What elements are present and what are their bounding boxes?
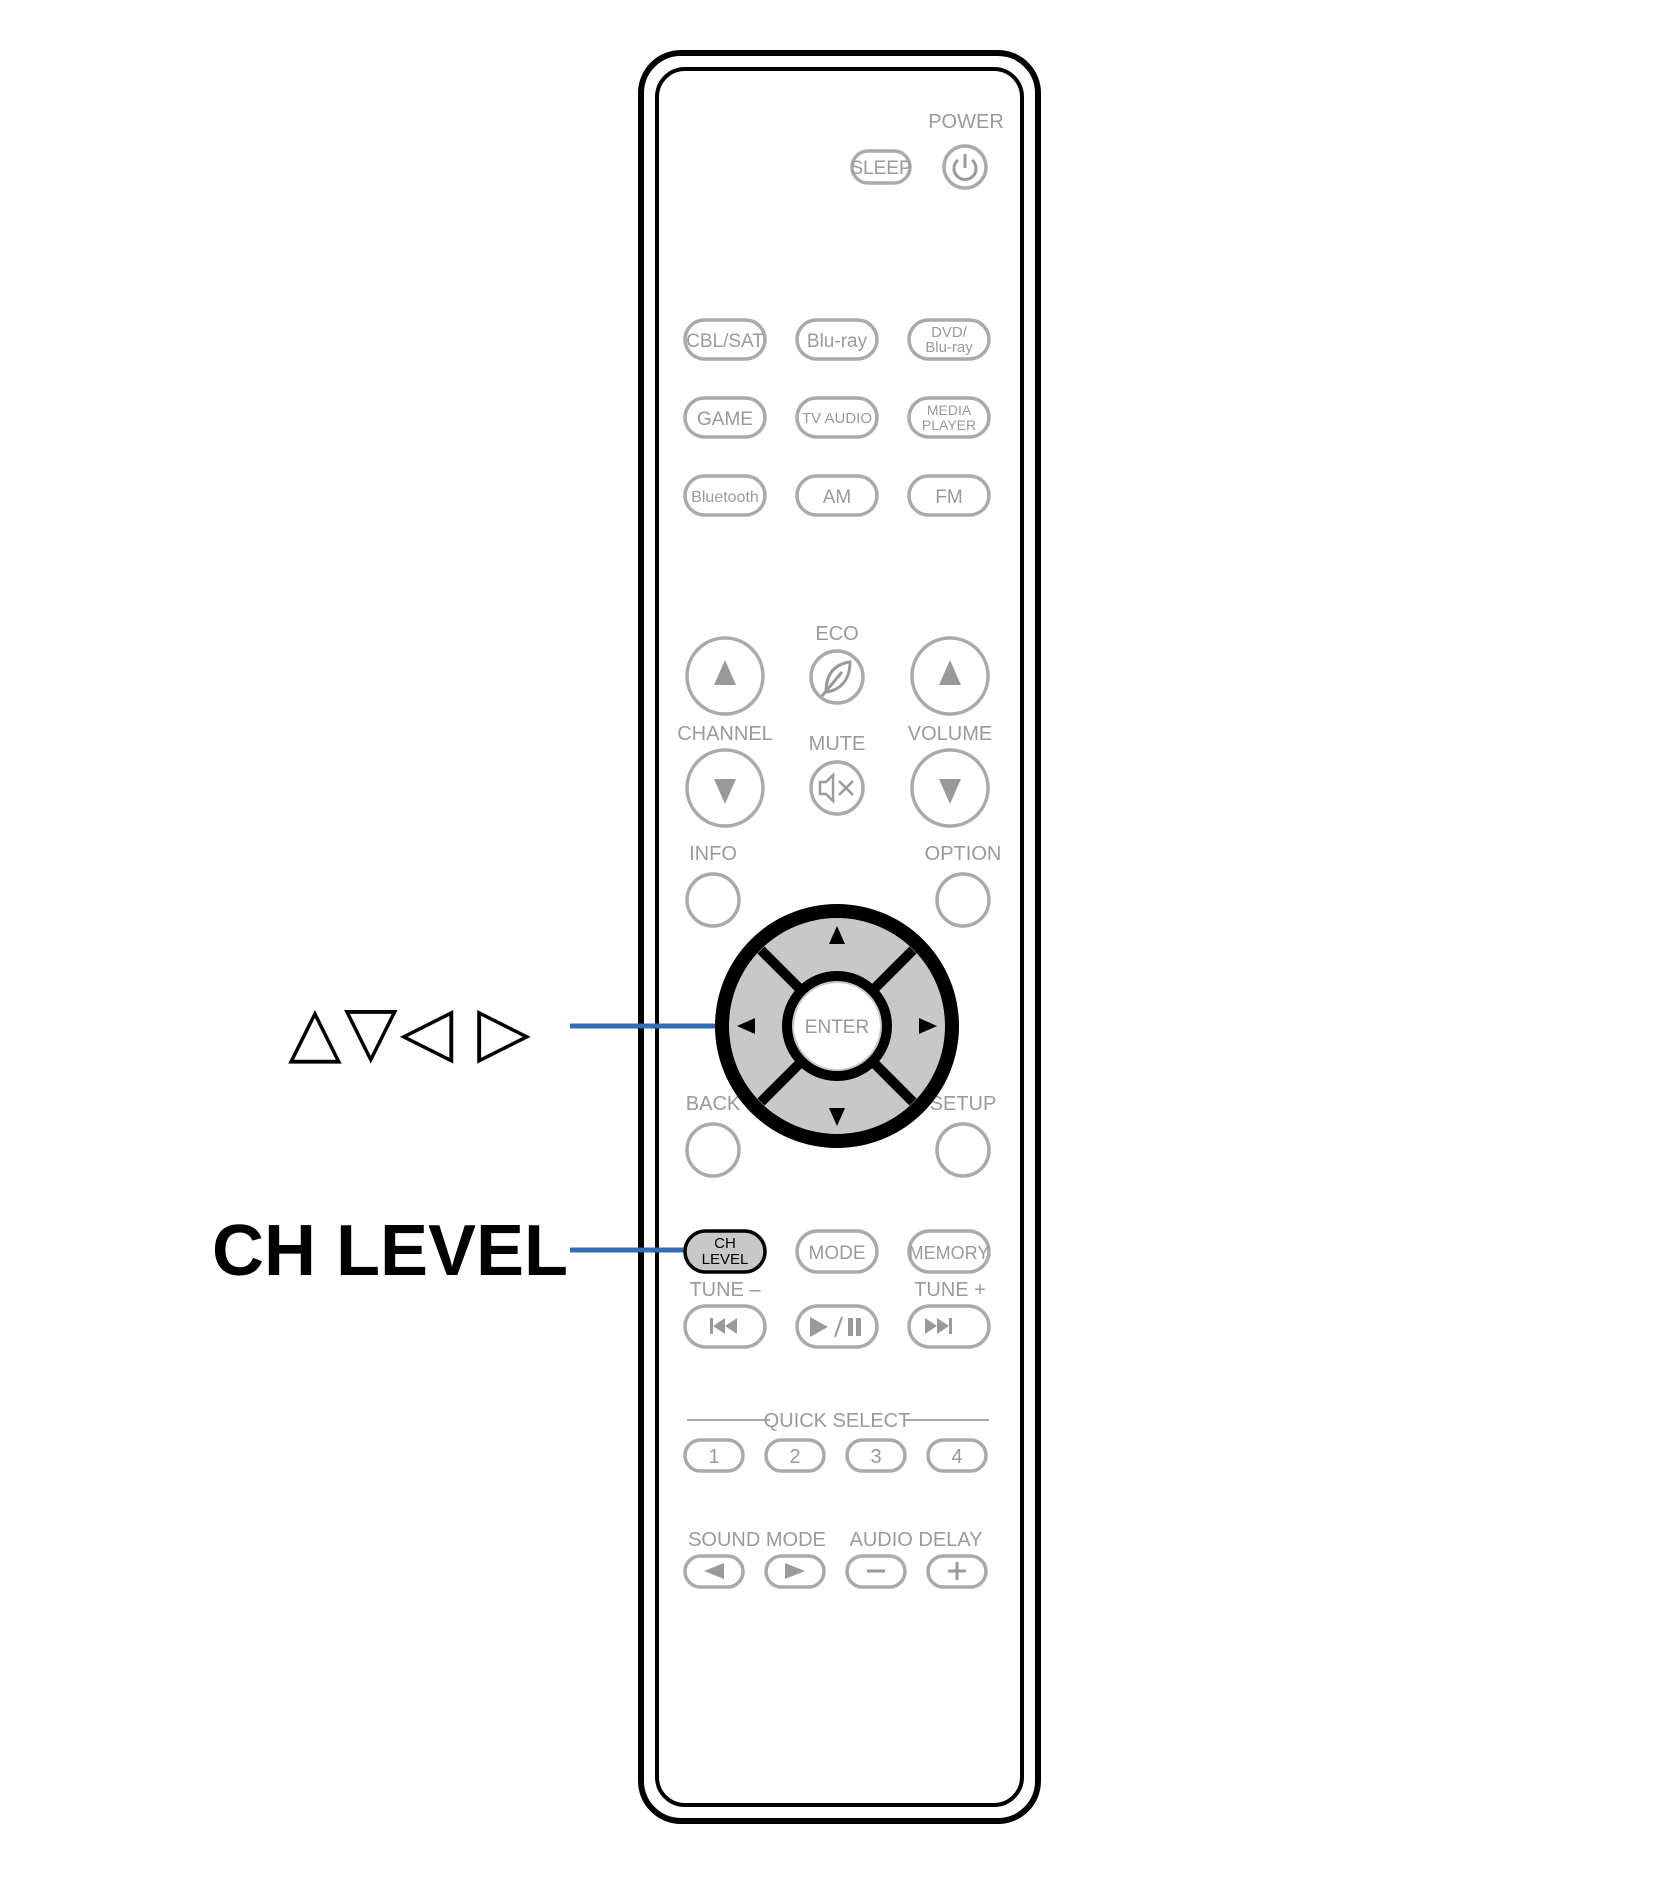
sleep-button[interactable] [850, 149, 912, 185]
source-button-dvd-blu-ray[interactable] [907, 318, 991, 361]
source-button-label: TV AUDIO [802, 410, 872, 427]
power-icon [952, 154, 978, 181]
source-button-label: Blu-ray [807, 331, 868, 352]
quick-select-button-4[interactable] [926, 1438, 988, 1473]
leaf-icon [820, 660, 852, 697]
skip-back-icon [710, 1318, 737, 1334]
source-button-bluetooth[interactable] [683, 474, 767, 517]
sleep-button-label: SLEEP [850, 158, 911, 179]
quick-select-button-label: 4 [951, 1446, 962, 1468]
skip-forward-icon [925, 1318, 952, 1334]
info-button[interactable] [685, 872, 741, 928]
memory-button-label: MEMORY [909, 1243, 990, 1263]
source-button-label: CBL/SAT [686, 331, 764, 352]
quick-select-button-label: 2 [789, 1446, 800, 1468]
play-pause-button[interactable] [795, 1304, 879, 1349]
tune-plus-label: TUNE + [914, 1279, 986, 1301]
volume-down-icon [939, 779, 961, 804]
back-label: BACK [686, 1093, 741, 1115]
mute-button[interactable] [809, 760, 865, 816]
source-button-label: Bluetooth [691, 489, 759, 506]
enter-button[interactable] [792, 981, 882, 1071]
d-pad-left-icon[interactable] [737, 1018, 755, 1034]
mode-button-label: MODE [809, 1243, 866, 1264]
source-button-blu-ray[interactable] [795, 318, 879, 361]
quick-select-button-2[interactable] [764, 1438, 826, 1473]
source-buttons: CBL/SAT Blu-ray DVD/ Blu-ray GAME TV AUD… [683, 318, 991, 517]
back-button[interactable] [685, 1122, 741, 1178]
quick-select-button-1[interactable] [683, 1438, 745, 1473]
source-button-label-top: DVD/ [931, 324, 968, 341]
d-pad-up-icon[interactable] [829, 926, 845, 944]
info-label: INFO [689, 843, 737, 865]
channel-label: CHANNEL [677, 723, 773, 745]
quick-select-button-label: 3 [870, 1446, 881, 1468]
right-arrow-icon [785, 1563, 805, 1579]
sound-mode-label: SOUND MODE [688, 1529, 826, 1551]
volume-up-icon [939, 660, 961, 685]
setup-button[interactable] [935, 1122, 991, 1178]
plus-icon [948, 1562, 966, 1580]
source-button-label-bottom: Blu-ray [925, 339, 973, 356]
channel-down-icon [714, 779, 736, 804]
source-button-game[interactable] [683, 396, 767, 439]
ch-level-button-label-bottom: LEVEL [702, 1251, 749, 1268]
quick-select-button-3[interactable] [845, 1438, 907, 1473]
quick-select-label: QUICK SELECT [764, 1410, 911, 1432]
left-arrow-icon [704, 1563, 724, 1579]
mute-icon [818, 771, 854, 805]
source-button-am[interactable] [795, 474, 879, 517]
option-button[interactable] [935, 872, 991, 928]
source-button-media-player[interactable] [907, 396, 991, 439]
option-label: OPTION [925, 843, 1002, 865]
ch-level-button[interactable] [683, 1229, 767, 1274]
d-pad-right-icon[interactable] [919, 1018, 937, 1034]
source-button-cbl-sat[interactable] [683, 318, 767, 361]
source-button-label-bottom: PLAYER [922, 417, 976, 433]
tune-minus-label: TUNE – [689, 1279, 761, 1301]
ch-level-button-label-top: CH [714, 1235, 736, 1252]
play-pause-icon [810, 1316, 861, 1338]
volume-label: VOLUME [908, 723, 992, 745]
setup-label: SETUP [930, 1093, 997, 1115]
arrow-keys-callout-label: △▽◁ ▷ [288, 992, 533, 1070]
mute-label: MUTE [809, 733, 866, 755]
source-button-label-top: MEDIA [927, 402, 972, 418]
power-label: POWER [928, 111, 1004, 133]
enter-button-label: ENTER [805, 1017, 869, 1038]
source-button-tv-audio[interactable] [795, 396, 879, 439]
eco-label: ECO [815, 623, 858, 645]
d-pad: ENTER [715, 904, 959, 1148]
memory-button[interactable] [907, 1229, 991, 1274]
source-button-label: AM [823, 487, 852, 508]
source-button-fm[interactable] [907, 474, 991, 517]
audio-delay-label: AUDIO DELAY [850, 1529, 983, 1551]
mode-button[interactable] [795, 1229, 879, 1274]
source-button-label: GAME [697, 409, 753, 430]
ch-level-callout-label: CH LEVEL [212, 1211, 569, 1291]
source-button-label: FM [935, 487, 962, 508]
quick-select-button-label: 1 [708, 1446, 719, 1468]
d-pad-down-icon[interactable] [829, 1108, 845, 1126]
channel-up-icon [714, 660, 736, 685]
